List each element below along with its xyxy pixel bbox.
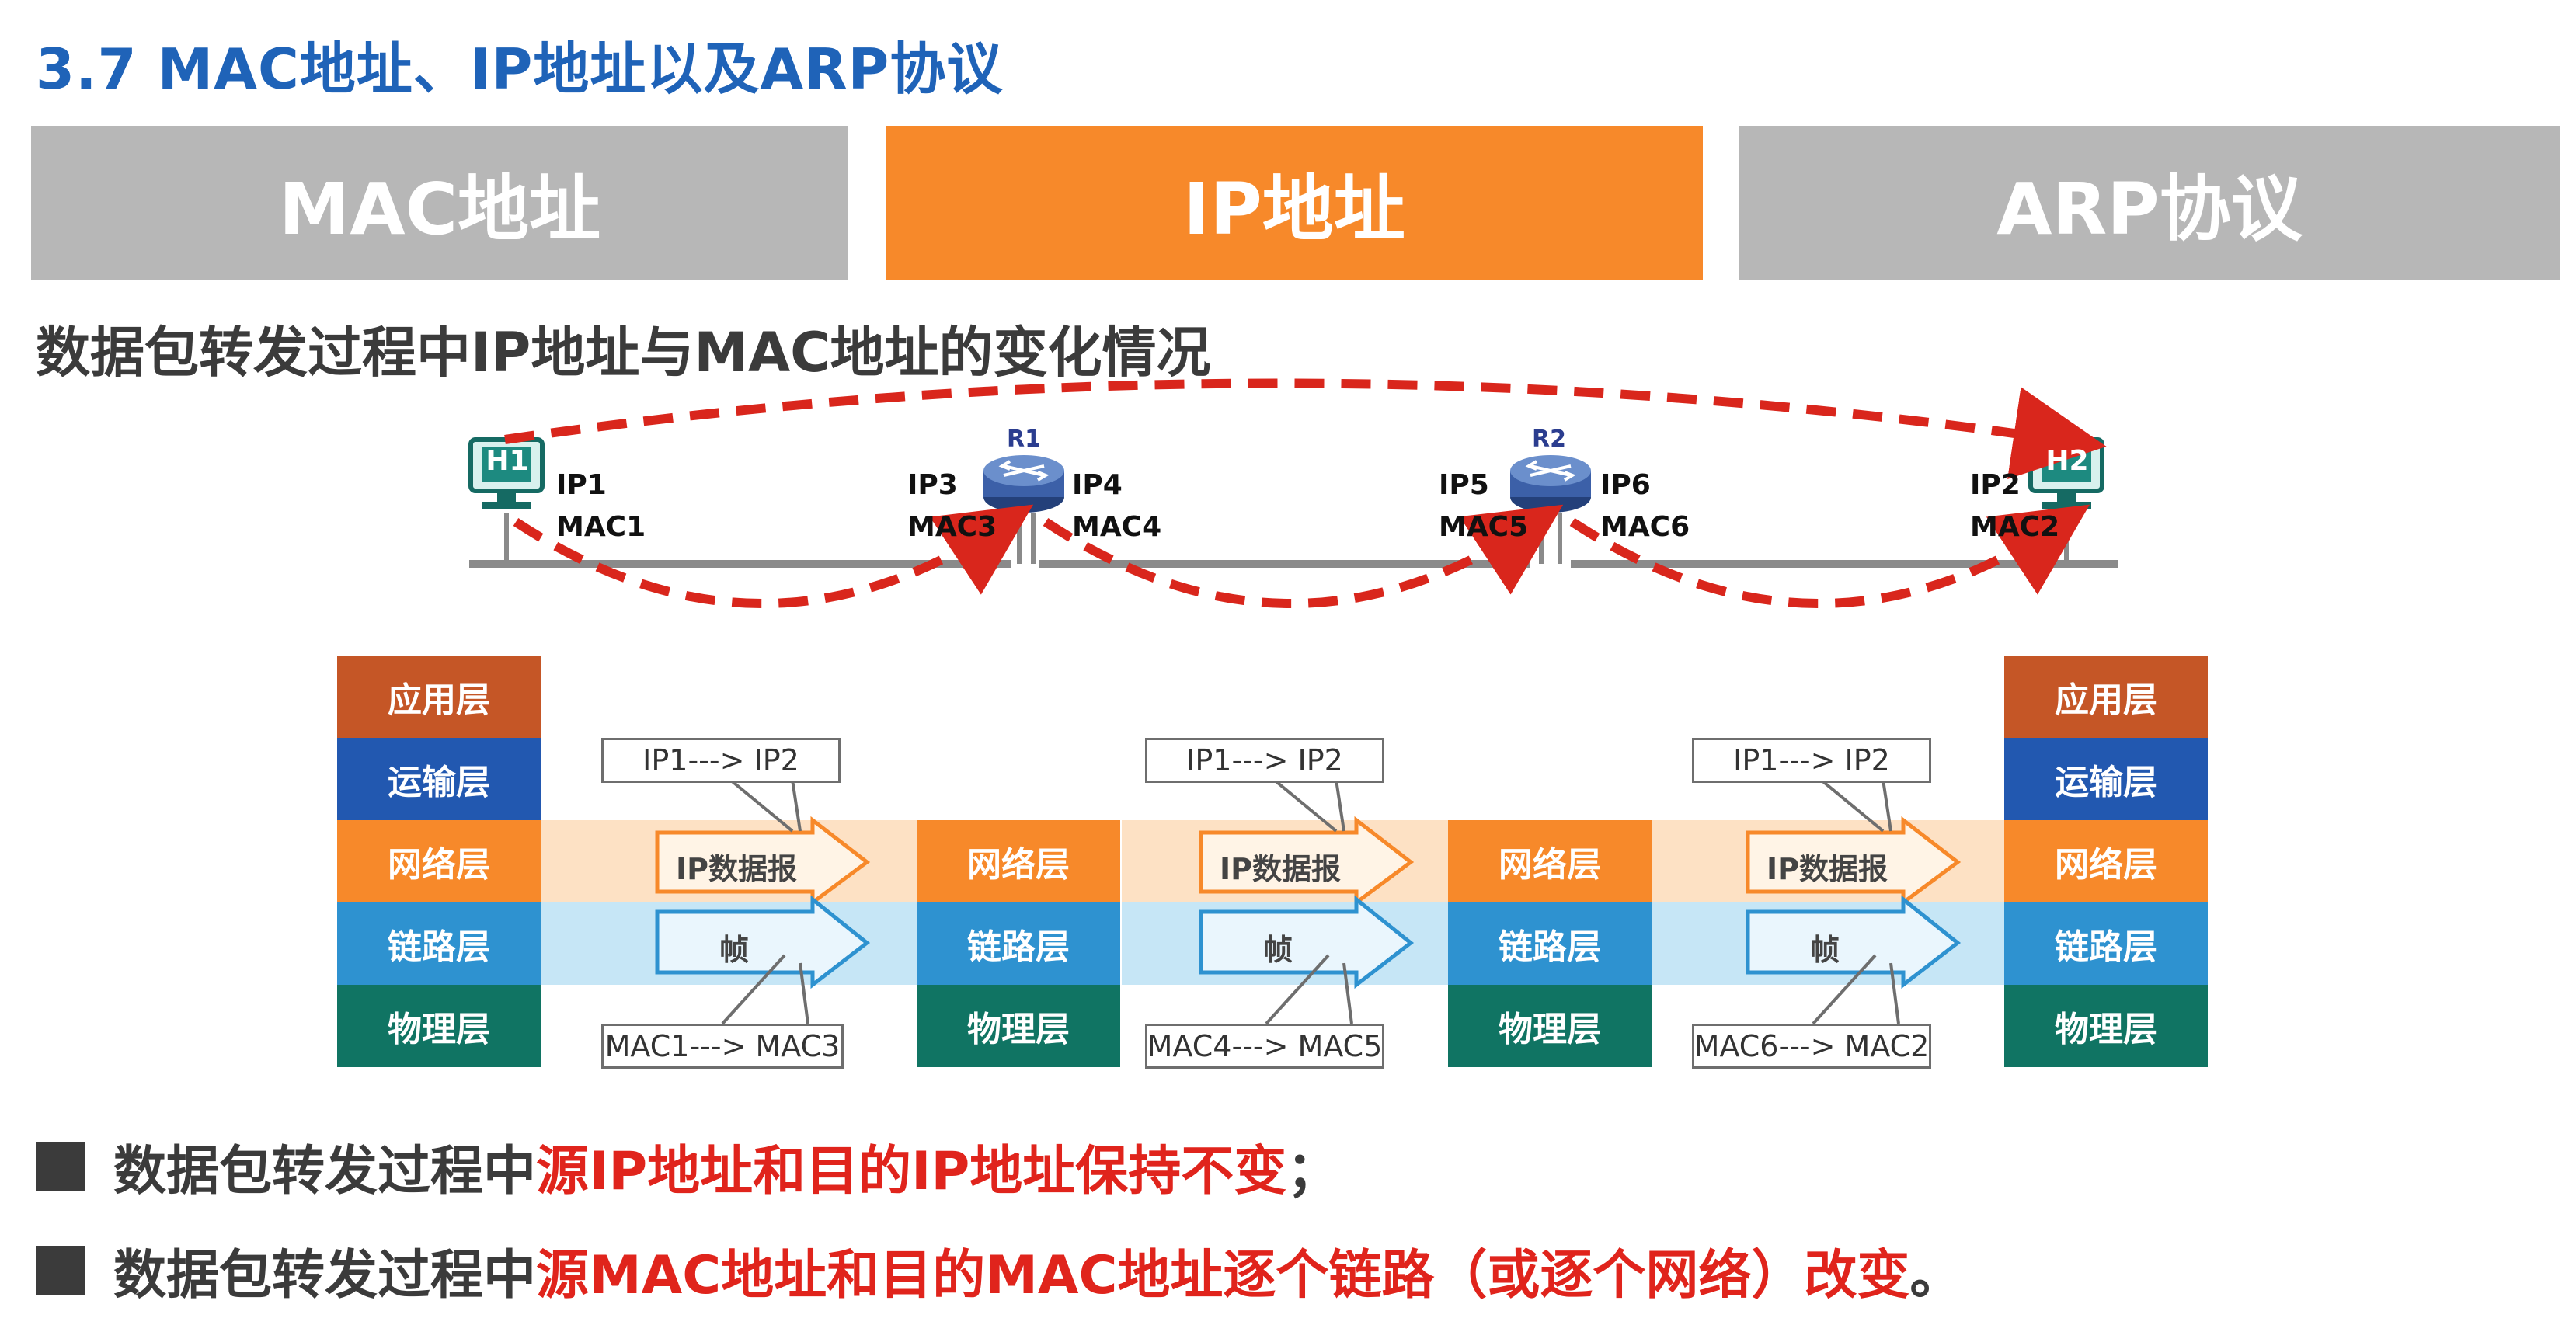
h1-ip-label: IP1 (556, 469, 607, 501)
r1-right-ip-label: IP4 (1072, 469, 1123, 501)
h1-application-layer: 应用层 (337, 656, 541, 738)
page-title: 3.7 MAC地址、IP地址以及ARP协议 (36, 37, 1004, 102)
hop2-mac-note: MAC4---> MAC5 (1145, 1024, 1384, 1069)
r1-network-layer: 网络层 (917, 820, 1120, 902)
r2-left-ip-label: IP5 (1439, 469, 1489, 501)
hop3-frame-arrow (1746, 895, 1962, 989)
tab-mac-address[interactable]: MAC地址 (31, 126, 848, 280)
r1-left-ip-label: IP3 (907, 469, 958, 501)
hop-arrow-2 (1043, 504, 1564, 608)
h2-ip-label: IP2 (1970, 469, 2021, 501)
section-subtitle: 数据包转发过程中IP地址与MAC地址的变化情况 (36, 321, 1211, 384)
hop2-datagram-label: IP数据报 (1220, 852, 1341, 886)
bullet-1-prefix: 数据包转发过程中 (113, 1141, 537, 1202)
hop1-datagram-label: IP数据报 (676, 852, 797, 886)
h1-mac-label: MAC1 (556, 511, 646, 543)
hop2-datagram-arrow (1199, 816, 1415, 906)
r1-physical-layer: 物理层 (917, 985, 1120, 1067)
r2-right-mac-label: MAC6 (1600, 511, 1690, 543)
bullet-square-icon (36, 1141, 85, 1191)
r1-left-mac-label: MAC3 (907, 511, 997, 543)
h1-link-layer: 链路层 (337, 902, 541, 985)
r2-left-mac-label: MAC5 (1439, 511, 1529, 543)
r1-right-mac-label: MAC4 (1072, 511, 1162, 543)
h1-transport-layer: 运输层 (337, 738, 541, 820)
bullet-ip-unchanged: 数据包转发过程中源IP地址和目的IP地址保持不变； (36, 1128, 1339, 1205)
router-r1-label: R1 (1007, 426, 1041, 453)
hop3-datagram-arrow (1746, 816, 1962, 906)
bullet-1-highlight: 源IP地址和目的IP地址保持不变 (536, 1141, 1287, 1202)
hop1-datagram-arrow (655, 816, 871, 906)
h1-network-layer: 网络层 (337, 820, 541, 902)
bullet-mac-changes: 数据包转发过程中源MAC地址和目的MAC地址逐个链路（或逐个网络）改变。 (36, 1232, 1962, 1309)
h2-network-layer: 网络层 (2004, 820, 2208, 902)
end-to-end-arrow (504, 378, 2107, 479)
h1-physical-layer: 物理层 (337, 985, 541, 1067)
hop2-frame-label: 帧 (1263, 933, 1293, 967)
router-r1-icon (983, 455, 1064, 513)
r2-physical-layer: 物理层 (1448, 985, 1652, 1067)
router-r2-label: R2 (1532, 426, 1566, 453)
bullet-2-suffix: 。 (1909, 1245, 1963, 1306)
host-h1-label: H1 (486, 445, 529, 477)
hop3-datagram-label: IP数据报 (1767, 852, 1888, 886)
r2-network-layer: 网络层 (1448, 820, 1652, 902)
h2-application-layer: 应用层 (2004, 656, 2208, 738)
hop2-frame-arrow (1199, 895, 1415, 989)
hop1-frame-arrow (655, 895, 871, 989)
hop1-mac-note: MAC1---> MAC3 (601, 1024, 844, 1069)
r1-link-layer: 链路层 (917, 902, 1120, 985)
tab-arp-protocol[interactable]: ARP协议 (1739, 126, 2560, 280)
router-r2-icon (1510, 455, 1591, 513)
hop3-frame-label: 帧 (1810, 933, 1840, 967)
host-h2-label: H2 (2045, 445, 2089, 477)
hop2-ip-note: IP1---> IP2 (1145, 738, 1384, 783)
h2-mac-label: MAC2 (1970, 511, 2060, 543)
bullet-2-prefix: 数据包转发过程中 (113, 1245, 537, 1306)
h2-link-layer: 链路层 (2004, 902, 2208, 985)
bullet-2-highlight: 源MAC地址和目的MAC地址逐个链路（或逐个网络）改变 (536, 1245, 1910, 1306)
hop1-frame-label: 帧 (719, 933, 750, 967)
bullet-square-icon (36, 1245, 85, 1295)
hop3-mac-note: MAC6---> MAC2 (1692, 1024, 1931, 1069)
host-h1-icon (468, 437, 545, 509)
r2-link-layer: 链路层 (1448, 902, 1652, 985)
hop-arrow-3 (1569, 504, 2090, 608)
hop-arrow-1 (513, 504, 1034, 608)
hop1-ip-note: IP1---> IP2 (601, 738, 841, 783)
h2-transport-layer: 运输层 (2004, 738, 2208, 820)
r2-right-ip-label: IP6 (1600, 469, 1651, 501)
h2-physical-layer: 物理层 (2004, 985, 2208, 1067)
tab-ip-address[interactable]: IP地址 (886, 126, 1703, 280)
hop3-ip-note: IP1---> IP2 (1692, 738, 1931, 783)
bullet-1-suffix: ； (1286, 1141, 1340, 1202)
